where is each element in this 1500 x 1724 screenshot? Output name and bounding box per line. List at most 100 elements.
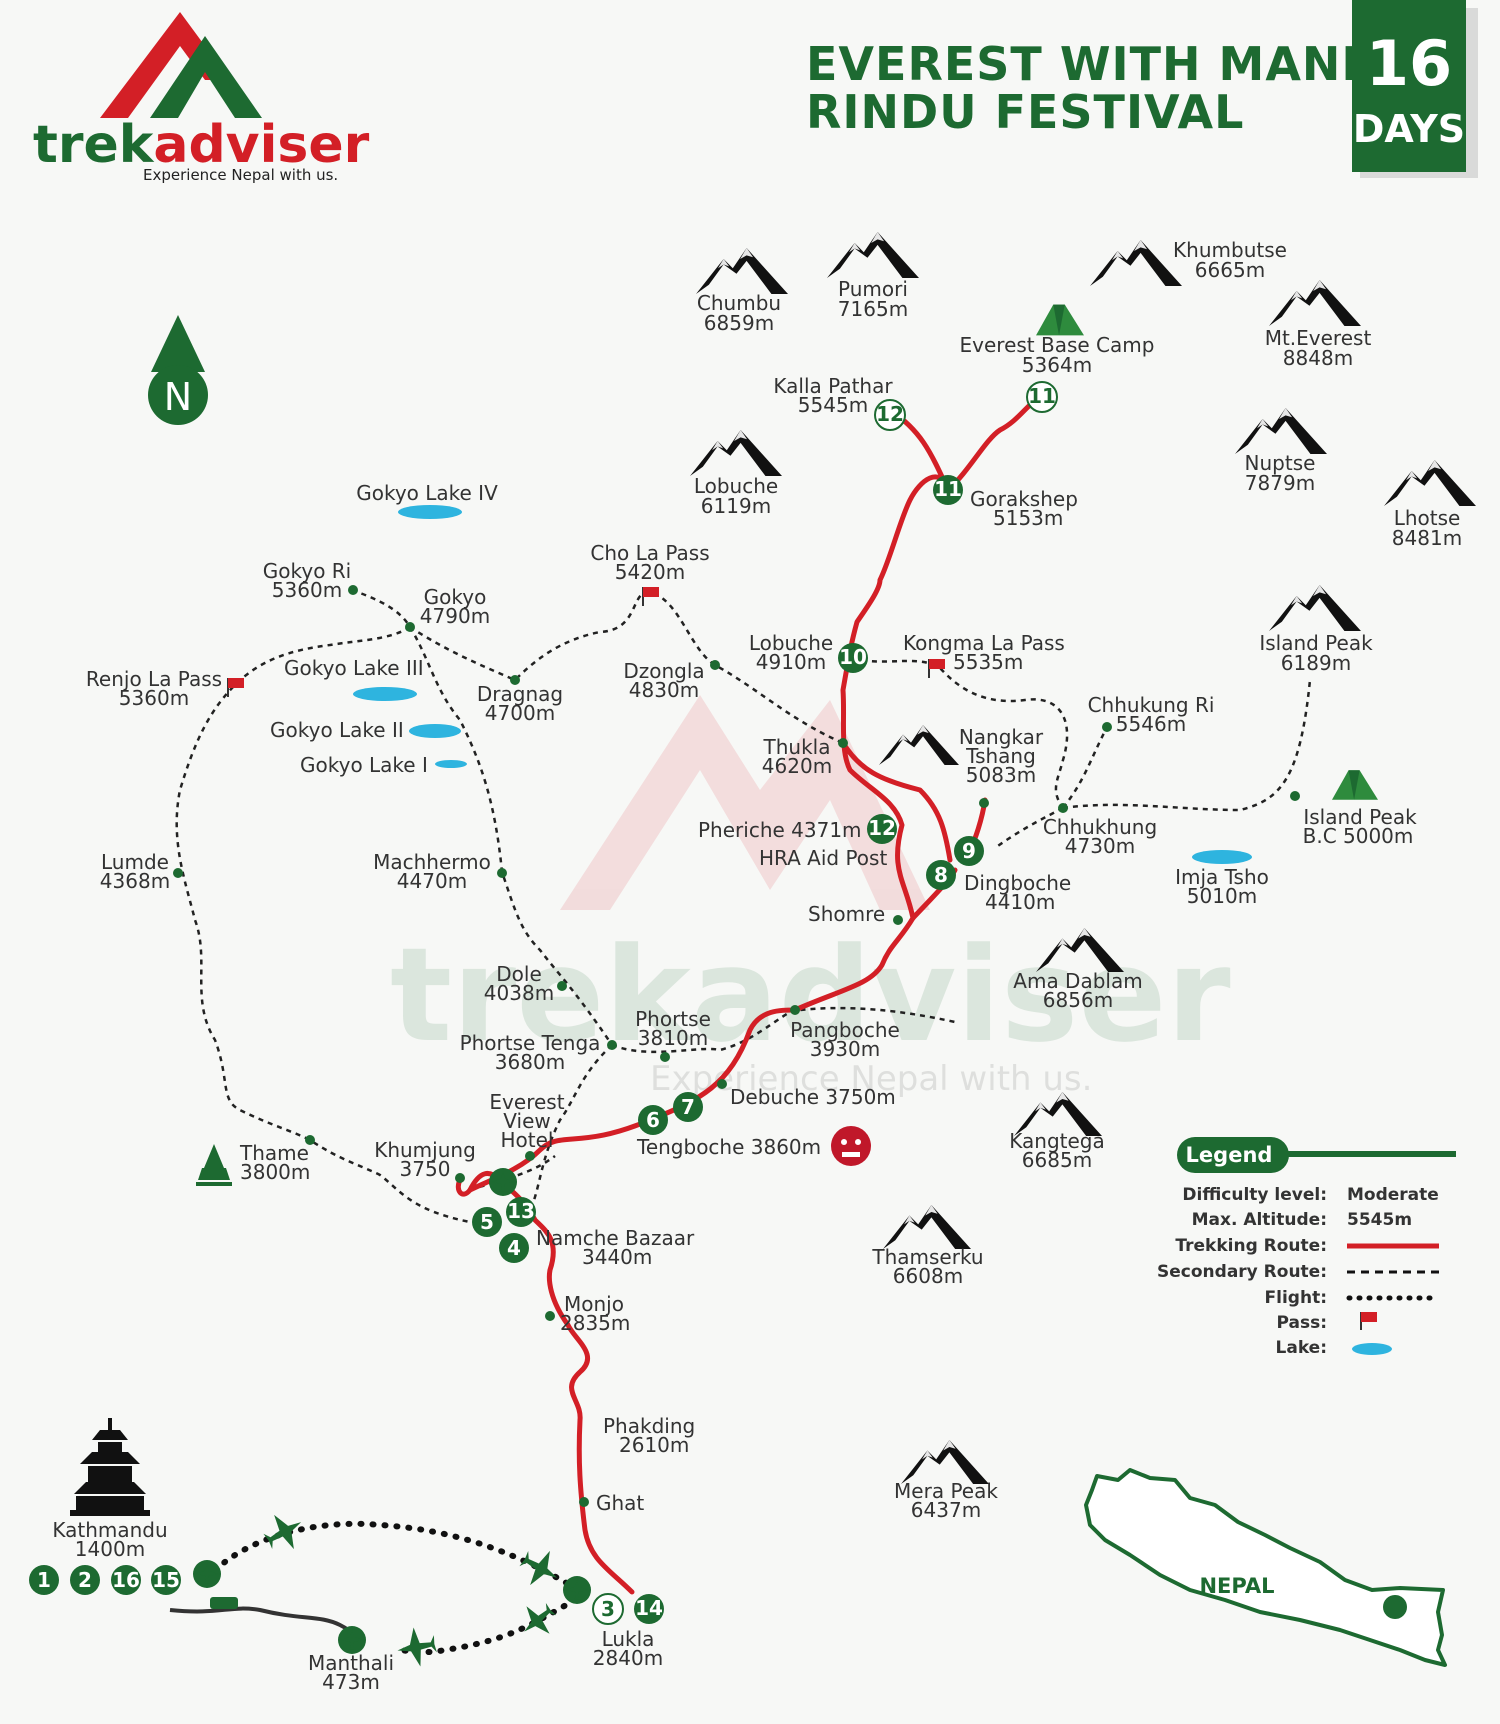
peak-name: Chumbu [697,291,781,315]
peak-alt: 6859m [704,311,774,335]
place-alt: 4368m [100,869,170,893]
place-alt: 4620m [762,754,832,778]
waypoints [173,585,1300,1507]
svg-text:11: 11 [934,477,962,501]
place-name: Gorakshep [970,487,1078,511]
place-name: Thame [239,1141,309,1165]
place-alt: 3680m [495,1050,565,1074]
svg-text:4: 4 [507,1236,521,1260]
waypoint-dot [790,1005,800,1015]
place-name: Dole [496,962,542,986]
road-line [169,1606,355,1649]
peak-alt: 6189m [1281,651,1351,675]
plane-icon [394,1624,439,1670]
plane-icon [513,1541,568,1596]
mountain-icon [1090,240,1182,286]
waypoint-dot [497,868,507,878]
place-name: Machhermo [373,850,491,874]
place-name: Shomre [808,902,885,926]
base-camp-tent-icon [1036,304,1084,336]
waypoint-dot [305,1135,315,1145]
compass-letter: N [164,375,192,419]
peak-name: Thamserku [871,1245,983,1269]
place-name: Lobuche [749,631,833,655]
day-badge: 3 [592,1593,624,1625]
peak-name: Khumbutse [1173,238,1287,262]
logo-mark-red [100,12,230,118]
waypoint-dot [893,915,903,925]
day-badges: 1 2 16 15 3 14 4 5 13 6 7 8 9 12 10 11 1… [29,381,1058,1625]
place-name: Renjo La Pass [86,667,222,691]
place-name: Phakding [603,1414,695,1438]
day-badge: 11 [1026,381,1058,413]
day-badge: 14 [634,1594,664,1624]
place-name: Debuche 3750m [730,1085,896,1109]
waypoint-dot [510,675,520,685]
place-name: Phortse Tenga [460,1031,601,1055]
place-alt: 3750 [400,1157,451,1181]
place-name-line2: View [503,1109,550,1133]
peak-alt: 6665m [1195,258,1265,282]
lake-icon [1192,850,1252,864]
waypoint-dot [545,1311,555,1321]
compass-arrow-icon [151,315,205,372]
place-alt: 5010m [1187,884,1257,908]
mountain-icon [1269,585,1361,631]
place-alt: 4038m [484,981,554,1005]
day-badge: 4 [499,1233,529,1263]
waypoint-dot [660,1052,670,1062]
place-name: Island Peak [1303,805,1417,829]
svg-text:10: 10 [839,645,867,669]
thame-monastery-icon [196,1144,232,1186]
place-alt: 5545m [798,393,868,417]
place-name: Ghat [596,1491,644,1515]
place-alt: 4700m [485,701,555,725]
legend-value: 5545m [1347,1210,1412,1230]
place-name: Chhukhung [1043,815,1157,839]
waypoint-dot [717,1079,727,1089]
peak-name: Kangtega [1009,1129,1105,1153]
peak-alt: 6608m [893,1264,963,1288]
peak-name: Nangkar [959,725,1044,749]
legend-title: Legend [1186,1143,1273,1167]
peak-name: Ama Dablam [1013,969,1142,993]
legend-key: Flight: [1265,1288,1327,1308]
kathmandu-temple-icon [70,1418,150,1516]
brand-logo[interactable]: trekadviser Experience Nepal with us. [33,12,370,184]
place-name: Gokyo Lake IV [356,481,498,505]
mountain-icon [1235,408,1327,454]
day-badge: 8 [926,860,956,890]
place-alt: 5153m [993,506,1063,530]
place-name: Thukla [763,735,831,759]
day-badge: 16 [111,1565,141,1595]
peak-name: Lobuche [694,474,778,498]
svg-text:7: 7 [681,1095,695,1119]
svg-text:12: 12 [876,402,904,426]
place-name: Gokyo Lake III [284,656,424,680]
waypoint-dot [173,868,183,878]
place-alt: 5546m [1116,712,1186,736]
place-name: Chhukung Ri [1088,693,1215,717]
place-alt: 2835m [560,1311,630,1335]
place-alt: 5420m [615,560,685,584]
place-alt: 2610m [619,1433,689,1457]
north-compass: N [148,315,208,425]
waypoint-dot [557,981,567,991]
place-name: Gokyo Lake II [270,718,404,742]
svg-text:1: 1 [37,1568,51,1592]
waypoint-dot [525,1151,535,1161]
peak-name: Mt.Everest [1265,326,1372,350]
waypoint-dot [348,585,358,595]
place-alt: 2840m [593,1646,663,1670]
peak-name: Lhotse [1394,506,1461,530]
pass-flag-icon [642,587,659,606]
mountain-icon [883,1205,971,1249]
place-alt: 473m [322,1670,380,1694]
peak-name: Nuptse [1245,451,1316,475]
svg-text:13: 13 [507,1199,535,1223]
mountain-icon [1384,460,1476,506]
day-badge: 7 [673,1092,703,1122]
svg-text:15: 15 [152,1568,180,1592]
svg-text:16: 16 [112,1568,140,1592]
logo-mark-green [150,36,262,118]
